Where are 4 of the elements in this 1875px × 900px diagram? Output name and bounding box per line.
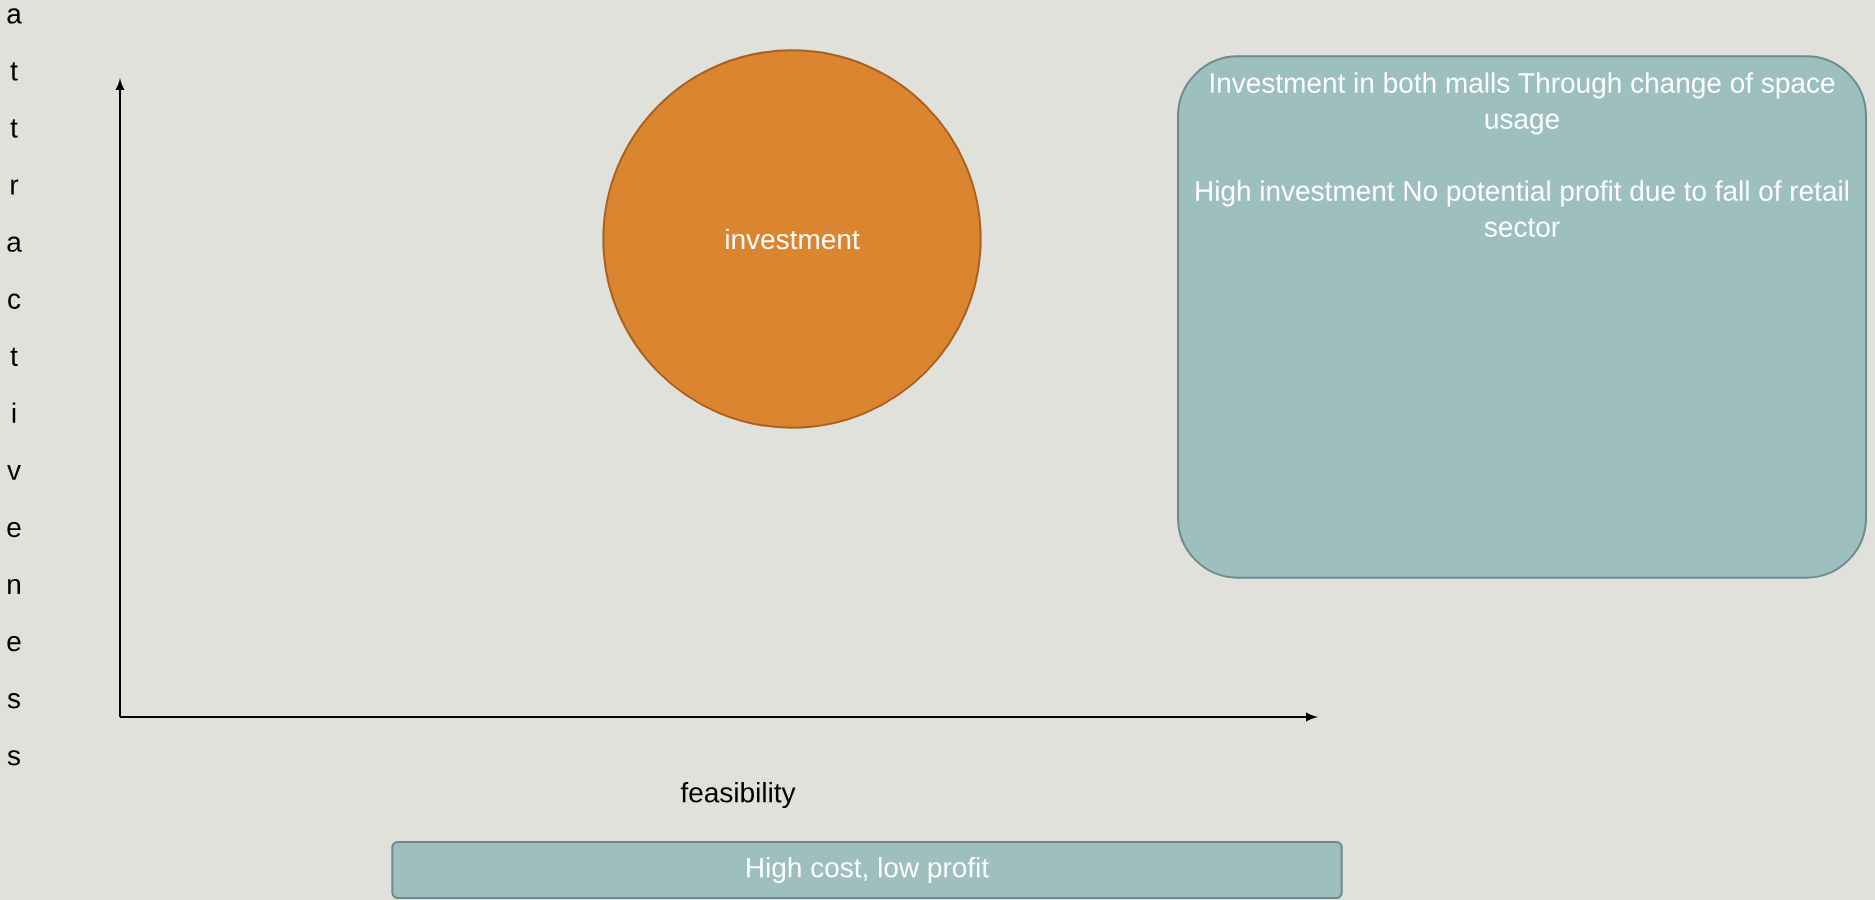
axis-label: a t t r a c t i v e n e s s xyxy=(7,8,22,766)
axis-label: feasibility xyxy=(680,781,796,809)
rounded-box: Investment in both malls Through change of space usage High investment No potential profit due to fall of retail sector xyxy=(1177,55,1867,579)
text-box: High cost, low profit xyxy=(391,841,1343,899)
